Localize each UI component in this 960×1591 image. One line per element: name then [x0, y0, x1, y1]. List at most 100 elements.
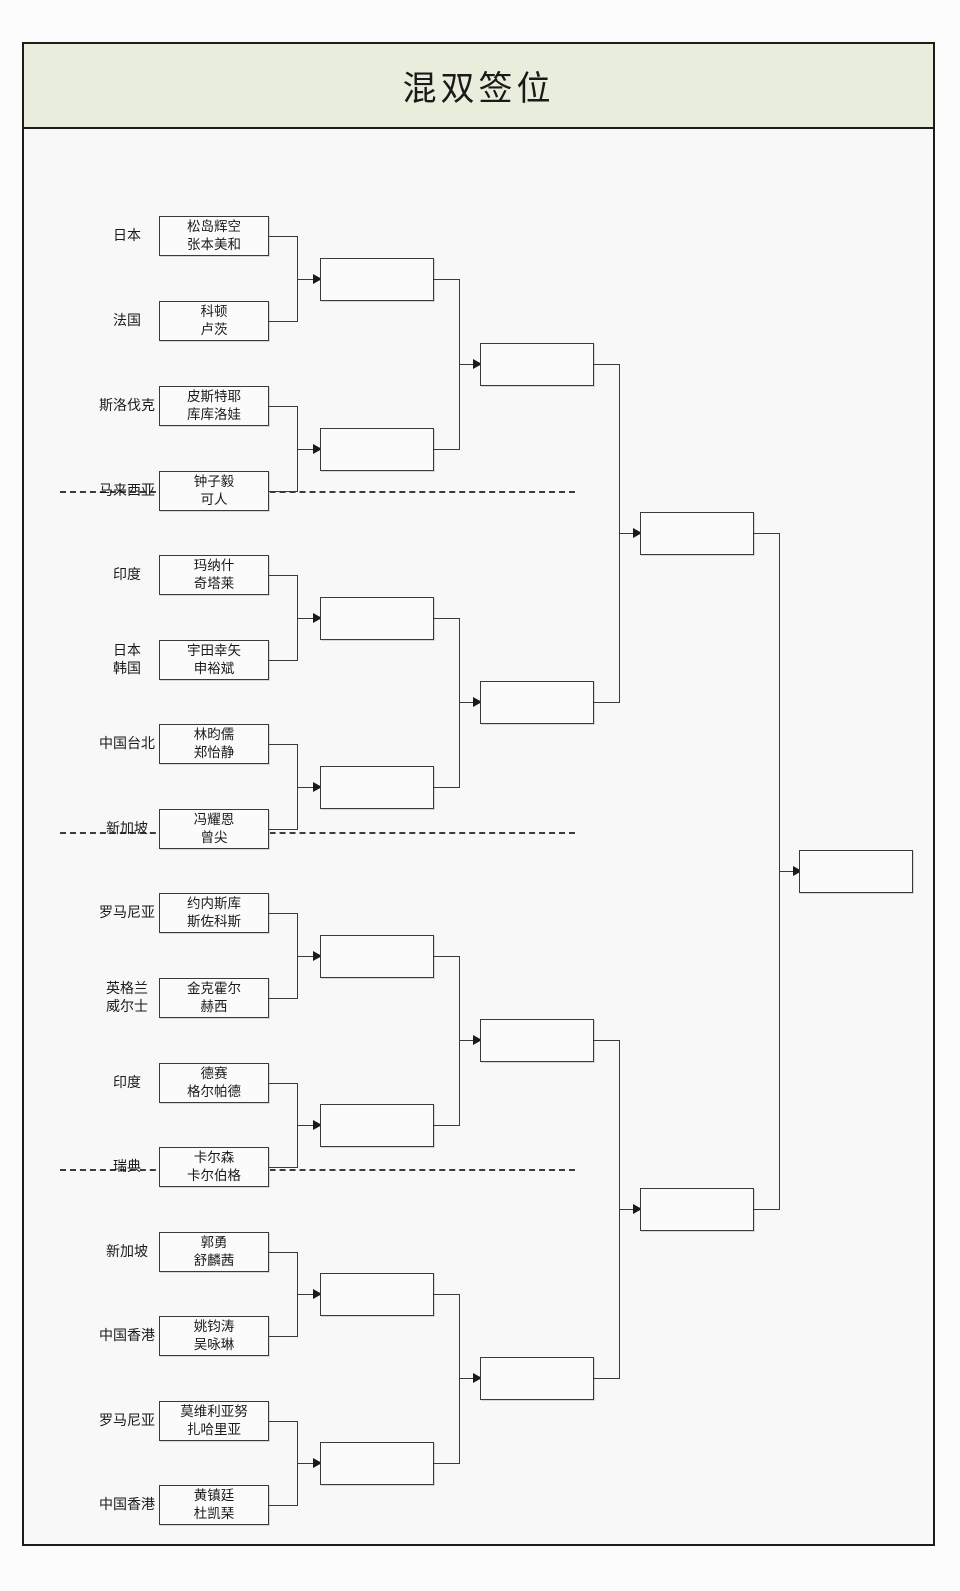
connector-line	[434, 956, 459, 957]
connector-line	[269, 1083, 297, 1084]
connector-line	[754, 533, 779, 534]
player-name: 奇塔莱	[193, 576, 235, 592]
nation-label-10: 印度	[113, 1075, 141, 1091]
player-name: 格尔帕德	[187, 1084, 241, 1100]
connector-arrow	[793, 866, 802, 876]
nation-label-9: 英格兰 威尔士	[106, 981, 148, 1015]
nation-label-0: 日本	[113, 228, 141, 244]
round3-box-0[interactable]	[480, 343, 594, 386]
round2-box-6[interactable]	[320, 1273, 434, 1316]
connector-line	[434, 279, 459, 280]
connector-line	[434, 618, 459, 619]
connector-line	[269, 1336, 297, 1337]
nation-label-4: 印度	[113, 567, 141, 583]
round4-box-0[interactable]	[640, 512, 754, 555]
nation-label-13: 中国香港	[99, 1328, 155, 1344]
player-box-1[interactable]: 科顿 卢茨	[159, 301, 269, 341]
connector-arrow	[313, 951, 322, 961]
player-name: 申裕斌	[193, 661, 235, 677]
player-box-4[interactable]: 玛纳什 奇塔莱	[159, 555, 269, 595]
connector-line	[459, 1040, 475, 1041]
connector-arrow	[313, 782, 322, 792]
nation-label-12: 新加坡	[106, 1244, 148, 1260]
round2-box-5[interactable]	[320, 1104, 434, 1147]
player-box-14[interactable]: 莫维利亚努 扎哈里亚	[159, 1401, 269, 1441]
connector-line	[269, 1252, 297, 1253]
player-box-10[interactable]: 德赛 格尔帕德	[159, 1063, 269, 1103]
round2-box-4[interactable]	[320, 935, 434, 978]
round2-box-7[interactable]	[320, 1442, 434, 1485]
round2-box-2[interactable]	[320, 597, 434, 640]
nation-label-6: 中国台北	[99, 736, 155, 752]
player-name: 郭勇	[200, 1235, 228, 1251]
bracket-frame: 混双签位 日本 法国 斯洛伐克 马来西亚 印度 日本 韩国 中国台北 新加坡 罗…	[22, 42, 935, 1546]
player-name: 曾尖	[200, 830, 228, 846]
connector-line	[434, 787, 459, 788]
connector-line	[779, 871, 795, 872]
connector-arrow	[633, 1204, 642, 1214]
connector-arrow	[473, 1035, 482, 1045]
player-box-13[interactable]: 姚钧涛 吴咏琳	[159, 1316, 269, 1356]
final-box[interactable]	[799, 850, 913, 893]
round3-box-1[interactable]	[480, 681, 594, 724]
connector-line	[619, 1209, 635, 1210]
connector-line	[434, 1125, 459, 1126]
connector-arrow	[313, 444, 322, 454]
player-box-12[interactable]: 郭勇 舒麟茜	[159, 1232, 269, 1272]
player-box-5[interactable]: 宇田幸矢 申裕斌	[159, 640, 269, 680]
nation-label-11: 瑞典	[113, 1159, 141, 1175]
round2-box-1[interactable]	[320, 428, 434, 471]
connector-line	[594, 702, 619, 703]
player-name: 宇田幸矢	[187, 643, 241, 659]
player-box-7[interactable]: 冯耀恩 曾尖	[159, 809, 269, 849]
connector-line	[269, 998, 297, 999]
player-box-3[interactable]: 钟子毅 可人	[159, 471, 269, 511]
connector-line	[619, 533, 635, 534]
connector-line	[269, 406, 297, 407]
section-separator-3	[60, 1169, 575, 1171]
connector-arrow	[313, 1120, 322, 1130]
connector-arrow	[313, 1458, 322, 1468]
connector-line	[269, 1505, 297, 1506]
round3-box-2[interactable]	[480, 1019, 594, 1062]
nation-label-1: 法国	[113, 313, 141, 329]
player-box-0[interactable]: 松岛辉空 张本美和	[159, 216, 269, 256]
player-name: 吴咏琳	[193, 1337, 235, 1353]
connector-line	[434, 1294, 459, 1295]
section-separator-2	[60, 832, 575, 834]
connector-line	[269, 913, 297, 914]
player-box-9[interactable]: 金克霍尔 赫西	[159, 978, 269, 1018]
nation-label-8: 罗马尼亚	[99, 905, 155, 921]
nation-label-5: 日本 韩国	[113, 643, 141, 677]
connector-line	[269, 1167, 297, 1168]
connector-line	[459, 618, 460, 788]
connector-arrow	[313, 613, 322, 623]
connector-line	[269, 660, 297, 661]
round4-box-1[interactable]	[640, 1188, 754, 1231]
player-box-6[interactable]: 林昀儒 郑怡静	[159, 724, 269, 764]
player-name: 约内斯库	[187, 896, 241, 912]
connector-line	[297, 279, 315, 280]
nation-label-7: 新加坡	[106, 821, 148, 837]
round3-box-3[interactable]	[480, 1357, 594, 1400]
player-box-2[interactable]: 皮斯特耶 库库洛娃	[159, 386, 269, 426]
player-name: 张本美和	[187, 237, 241, 253]
player-name: 金克霍尔	[187, 981, 241, 997]
player-box-15[interactable]: 黄镇廷 杜凯琹	[159, 1485, 269, 1525]
connector-line	[297, 618, 315, 619]
player-name: 舒麟茜	[193, 1253, 235, 1269]
connector-line	[269, 829, 297, 830]
round2-box-0[interactable]	[320, 258, 434, 301]
connector-line	[594, 1378, 619, 1379]
nation-label-15: 中国香港	[99, 1497, 155, 1513]
connector-line	[269, 236, 297, 237]
player-name: 扎哈里亚	[187, 1422, 241, 1438]
nation-label-2: 斯洛伐克	[99, 398, 155, 414]
player-box-11[interactable]: 卡尔森 卡尔伯格	[159, 1147, 269, 1187]
player-box-8[interactable]: 约内斯库 斯佐科斯	[159, 893, 269, 933]
connector-line	[269, 321, 297, 322]
connector-line	[594, 1040, 619, 1041]
player-name: 冯耀恩	[193, 812, 235, 828]
connector-line	[434, 1463, 459, 1464]
round2-box-3[interactable]	[320, 766, 434, 809]
